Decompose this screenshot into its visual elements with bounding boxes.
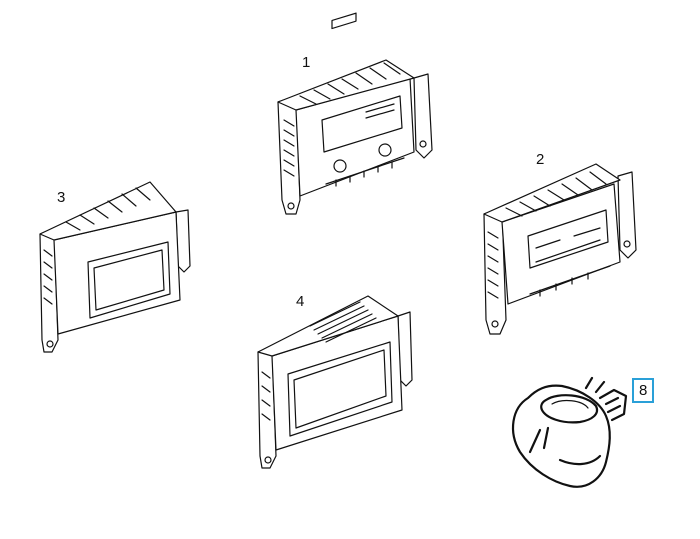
callout-8-highlighted[interactable]: 8 <box>632 378 655 403</box>
callout-2: 2 <box>536 151 545 168</box>
callout-3: 3 <box>57 189 66 206</box>
callout-4: 4 <box>296 293 305 310</box>
part-2-radio-unit-icon[interactable] <box>483 163 637 335</box>
part-1-radio-unit-icon[interactable] <box>277 12 433 215</box>
part-3-display-module-icon[interactable] <box>39 181 191 353</box>
part-4-display-module-icon[interactable] <box>257 295 413 469</box>
callout-1: 1 <box>302 54 311 71</box>
part-8-connector-plug-icon[interactable] <box>512 376 628 488</box>
